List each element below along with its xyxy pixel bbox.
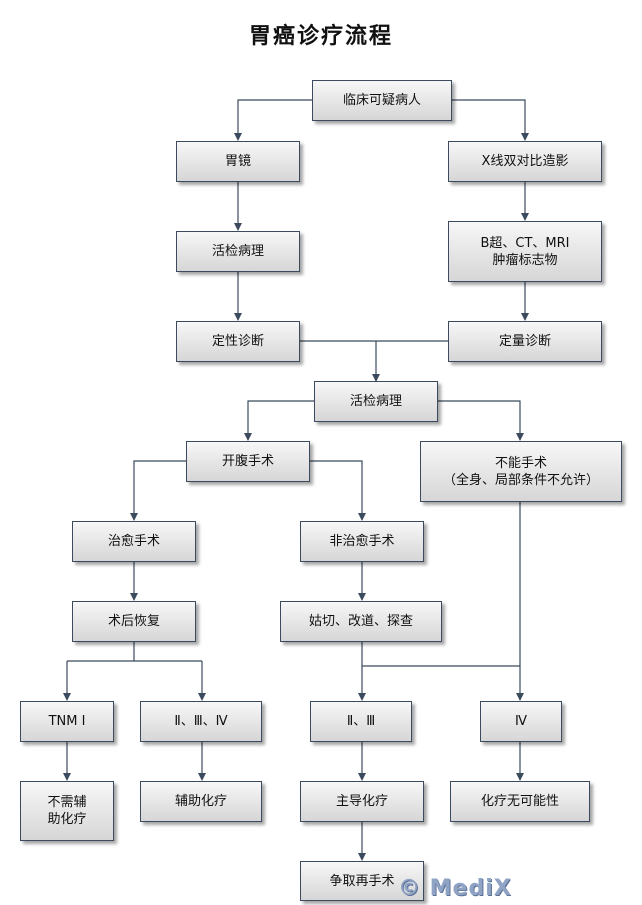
box-main-chemo: 主导化疗 [300,781,424,822]
box-palliative: 姑切、改道、探查 [280,601,442,642]
box-qualitative-diagnosis: 定性诊断 [176,321,300,362]
box-biopsy-2: 活检病理 [314,381,438,422]
box-inoperable: 不能手术 （全身、局部条件不允许） [420,441,622,502]
connector [244,400,314,441]
box-adjuvant-chemo: 辅助化疗 [140,781,262,822]
page-title: 胃癌诊疗流程 [248,24,393,49]
watermark-logo: © MediX [398,876,512,901]
box-curative-surgery: 治愈手术 [72,521,196,562]
box-no-adjuvant-chemo: 不需辅 助化疗 [20,781,114,841]
connector [234,99,312,141]
box-xray: X线双对比造影 [448,141,602,182]
connector [310,460,366,521]
connector [452,99,529,141]
box-postop-recovery: 术后恢复 [72,601,196,642]
box-gastroscope: 胃镜 [176,141,300,182]
connector [130,460,186,521]
box-quantitative-diagnosis: 定量诊断 [448,321,602,362]
box-stage-4: Ⅳ [480,701,562,742]
box-reoperate: 争取再手术 [300,861,424,901]
box-imaging: B超、CT、MRI 肿瘤标志物 [448,221,602,282]
box-stage-2-3: Ⅱ、Ⅲ [310,701,412,742]
box-no-chemo-possible: 化疗无可能性 [450,781,590,822]
connector [438,400,524,441]
box-biopsy-1: 活检病理 [176,231,300,272]
box-suspect: 临床可疑病人 [312,80,452,121]
box-tnm-1: TNM Ⅰ [20,701,114,742]
box-laparotomy: 开腹手术 [186,441,310,482]
box-stage-2-3-4: Ⅱ、Ⅲ、Ⅳ [140,701,262,742]
box-noncurative-surgery: 非治愈手术 [300,521,424,562]
